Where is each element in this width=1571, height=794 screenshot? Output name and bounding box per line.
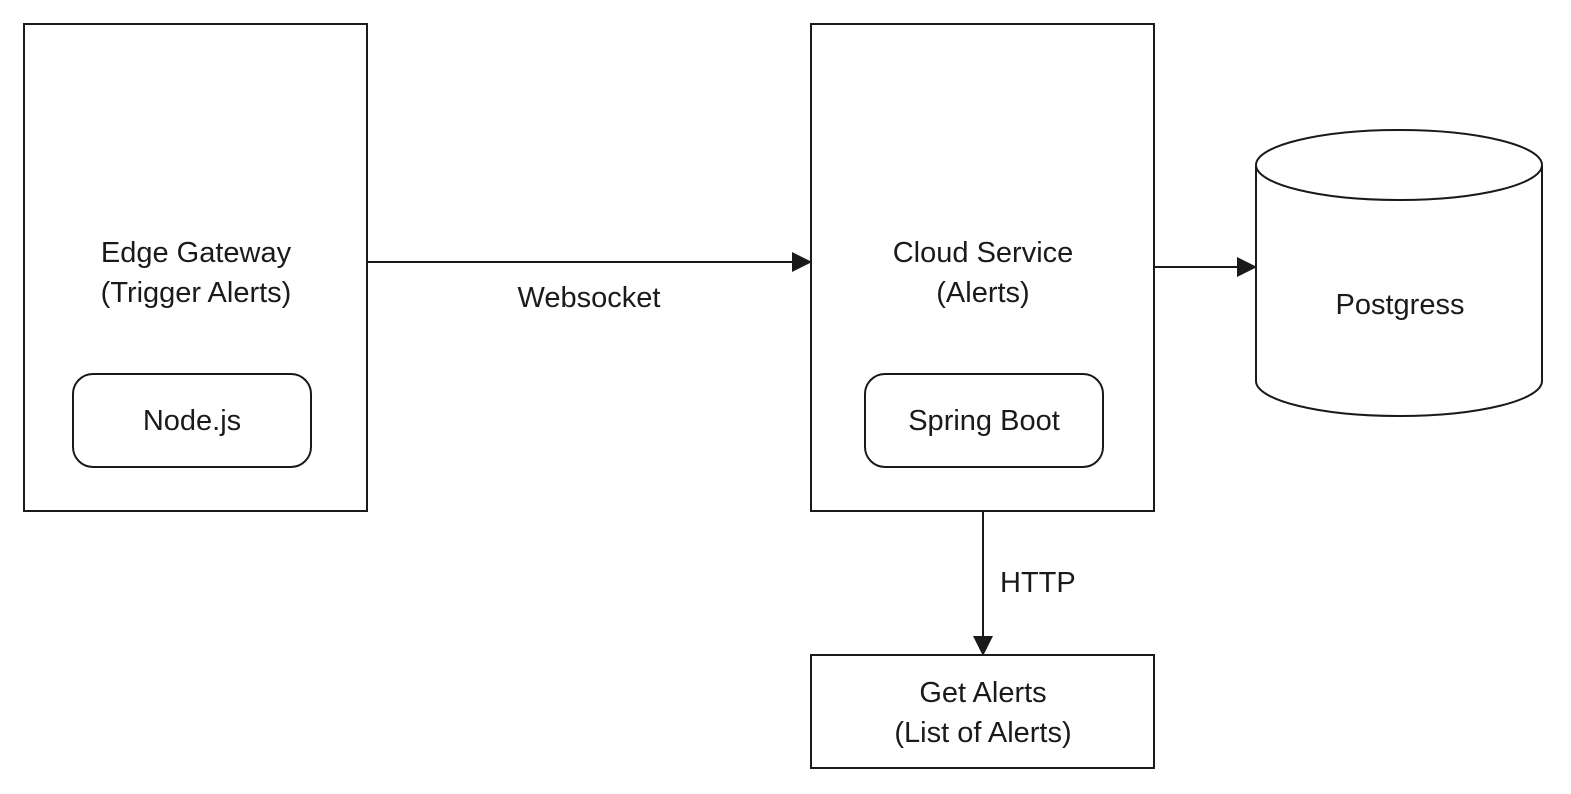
websocket-connection: Websocket [367, 252, 812, 314]
postgress-database-node: Postgress [1255, 129, 1543, 417]
get-alerts-title: Get Alerts [919, 677, 1046, 709]
cloud-service-subtitle: (Alerts) [936, 277, 1029, 309]
spring-boot-component: Spring Boot [864, 373, 1104, 468]
database-cylinder-top [1255, 129, 1543, 201]
websocket-label: Websocket [518, 282, 661, 314]
edge-gateway-node: Edge Gateway (Trigger Alerts) Node.js [23, 23, 368, 512]
cloud-service-node: Cloud Service (Alerts) Spring Boot [810, 23, 1155, 512]
http-connection: HTTP [973, 511, 1076, 656]
nodejs-component: Node.js [72, 373, 312, 468]
nodejs-component-box [72, 373, 312, 468]
edge-gateway-subtitle: (Trigger Alerts) [101, 277, 292, 309]
edge-gateway-title: Edge Gateway [101, 237, 292, 269]
http-label: HTTP [1000, 567, 1076, 599]
database-cylinder-body [1255, 165, 1543, 417]
spring-boot-component-box [864, 373, 1104, 468]
get-alerts-node: Get Alerts (List of Alerts) [810, 654, 1155, 769]
spring-boot-component-label: Spring Boot [908, 405, 1060, 437]
nodejs-component-label: Node.js [143, 405, 241, 437]
get-alerts-box [810, 654, 1155, 769]
database-label: Postgress [1336, 289, 1465, 321]
get-alerts-subtitle: (List of Alerts) [894, 717, 1071, 749]
cloud-service-title: Cloud Service [893, 237, 1074, 269]
